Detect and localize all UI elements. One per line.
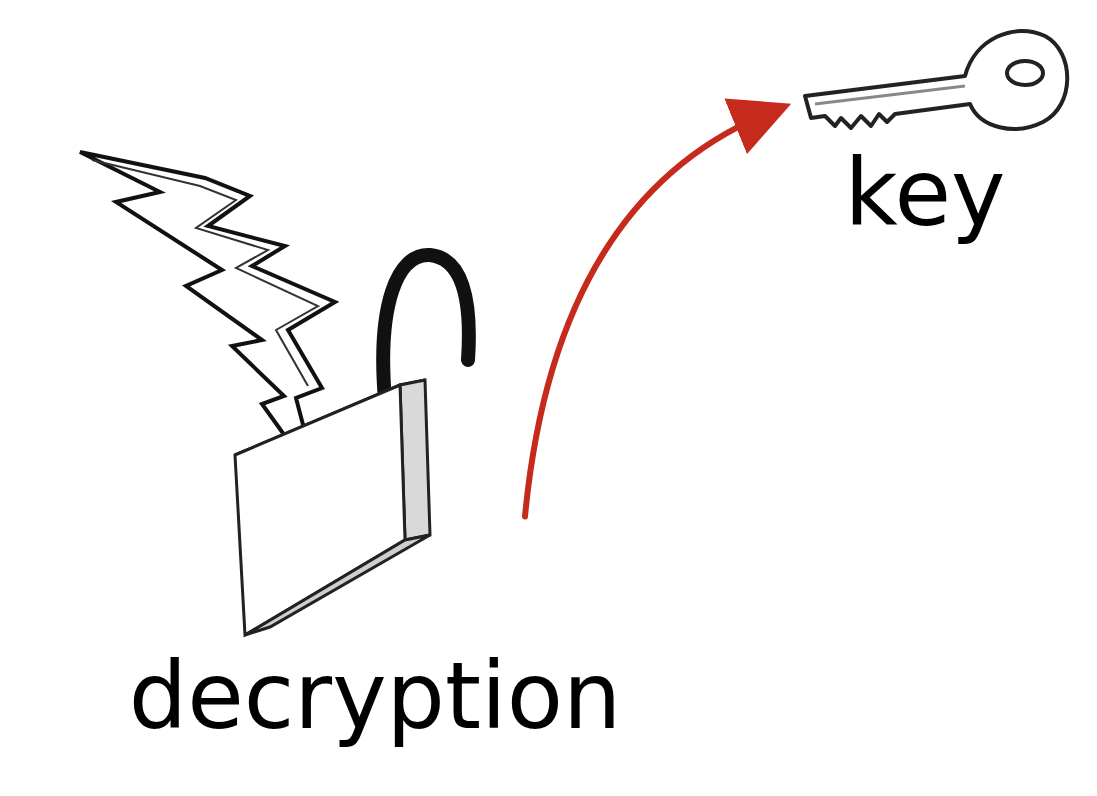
node-label: key xyxy=(844,148,1005,240)
curved-arrow xyxy=(525,113,769,517)
padlock-node: decryption xyxy=(225,235,525,655)
node-label: decryption xyxy=(129,651,621,743)
key-node: key xyxy=(775,18,1075,140)
key-symbol xyxy=(805,31,1067,129)
node-illustration xyxy=(775,18,1075,140)
padlock-symbol xyxy=(235,255,469,635)
node-illustration xyxy=(225,235,525,655)
